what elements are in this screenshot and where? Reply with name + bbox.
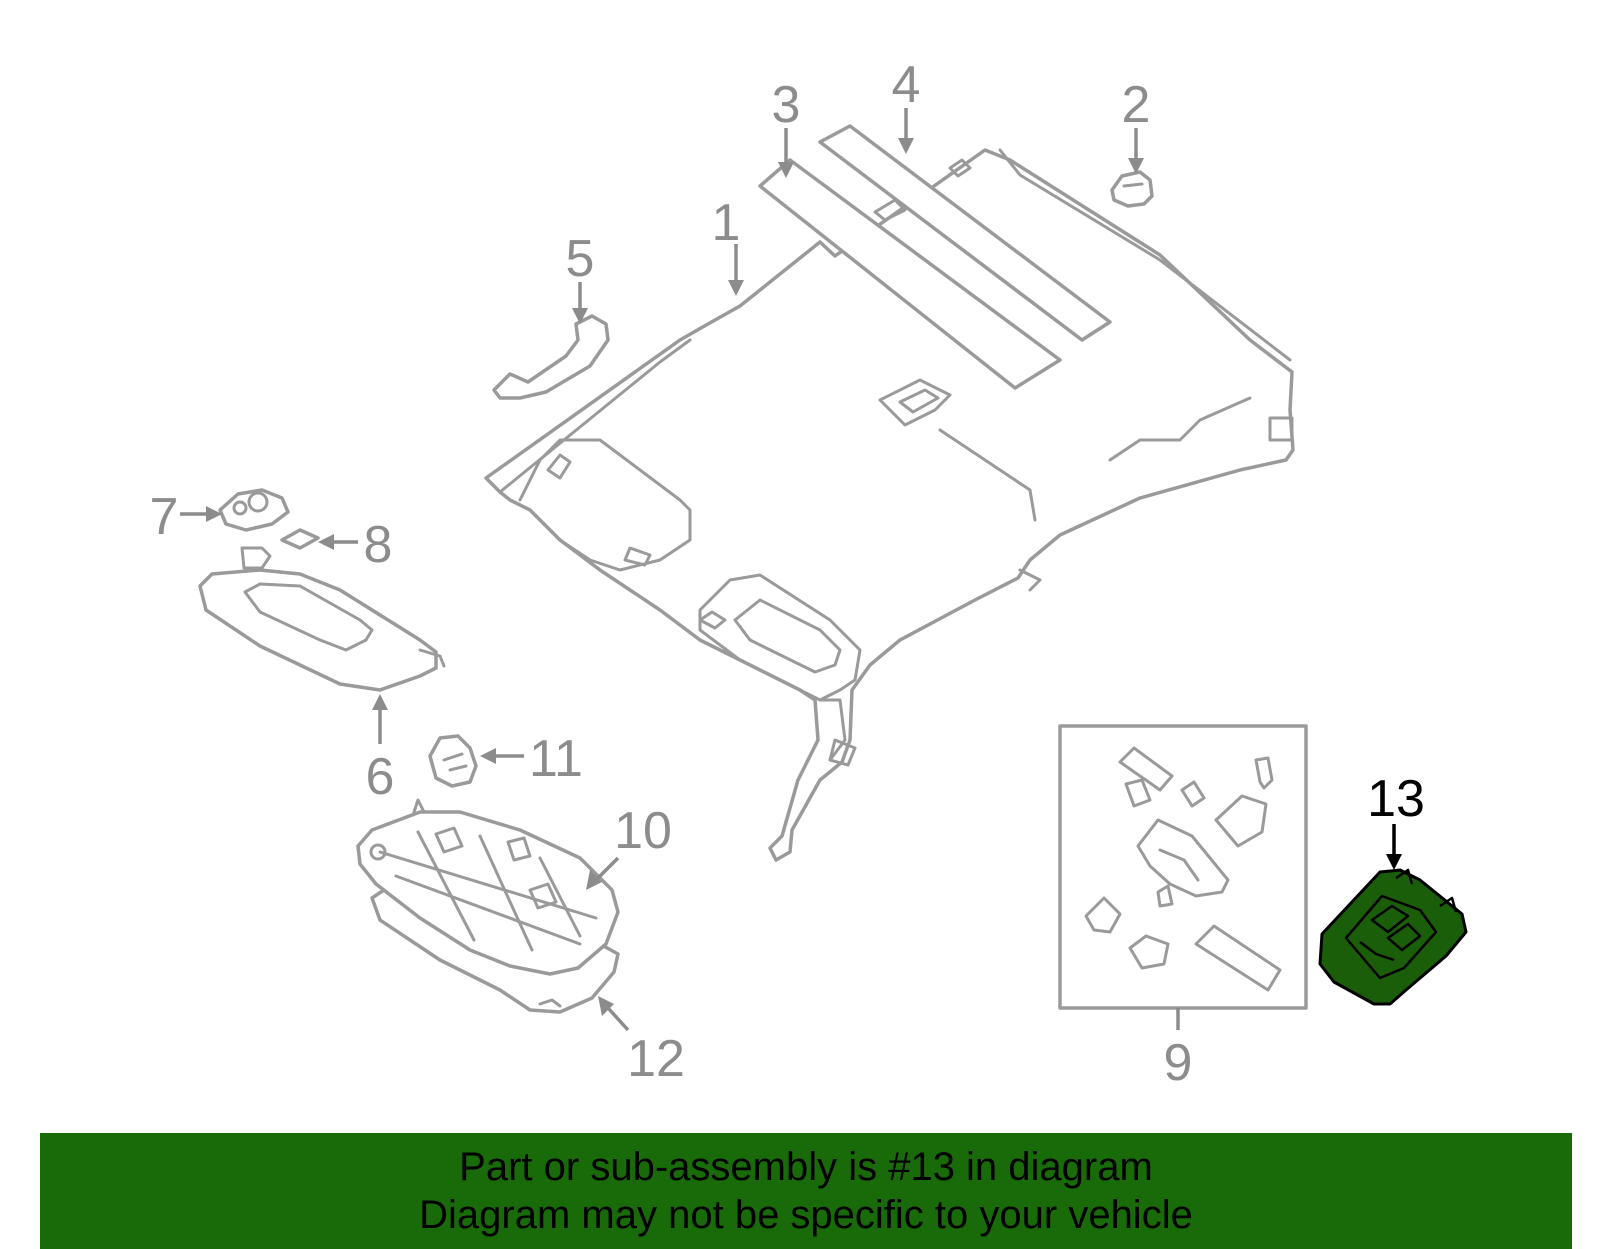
callout-10: 10 <box>586 802 672 890</box>
callout-11: 11 <box>480 730 583 788</box>
callout-13: 13 <box>1367 770 1425 870</box>
callout-9-number: 9 <box>1164 1034 1193 1092</box>
part-13-dome-lamp[interactable] <box>1318 868 1468 1006</box>
part-4-strip[interactable] <box>818 124 1112 342</box>
callout-12-number: 12 <box>627 1030 685 1088</box>
part-10-map-lamp[interactable] <box>356 798 620 976</box>
part-9-kit-box[interactable] <box>1058 724 1308 1010</box>
part-5-grab-handle[interactable] <box>492 314 610 400</box>
callout-11-number: 11 <box>529 730 583 788</box>
part-6-sun-visor[interactable] <box>198 546 446 692</box>
info-banner: Part or sub-assembly is #13 in diagram D… <box>40 1133 1572 1249</box>
callout-3-number: 3 <box>772 76 801 134</box>
callout-4-number: 4 <box>892 56 921 114</box>
callout-13-number: 13 <box>1367 770 1425 828</box>
callout-8-number: 8 <box>364 516 393 574</box>
part-8-clip[interactable] <box>280 528 320 550</box>
callout-1-number: 1 <box>712 194 741 252</box>
callout-6: 6 <box>366 694 395 806</box>
callout-9: 9 <box>1164 1008 1193 1092</box>
callout-5-number: 5 <box>566 230 595 288</box>
banner-line-2: Diagram may not be specific to your vehi… <box>419 1193 1193 1237</box>
callout-3: 3 <box>772 76 801 178</box>
callout-6-number: 6 <box>366 748 395 806</box>
callout-4: 4 <box>892 56 921 154</box>
part-11-bracket[interactable] <box>428 734 478 788</box>
banner-line-1: Part or sub-assembly is #13 in diagram <box>459 1145 1153 1189</box>
callout-2: 2 <box>1122 76 1151 174</box>
part-3-strip[interactable] <box>758 158 1062 390</box>
callout-1: 1 <box>712 194 744 296</box>
callout-10-number: 10 <box>614 802 672 860</box>
part-7-visor-holder[interactable] <box>218 488 290 532</box>
callout-5: 5 <box>566 230 595 324</box>
callout-8: 8 <box>318 516 392 574</box>
callout-7-number: 7 <box>150 488 179 546</box>
part-2-clip[interactable] <box>1110 170 1154 208</box>
callout-12: 12 <box>598 996 685 1088</box>
callout-2-number: 2 <box>1122 76 1151 134</box>
callout-7: 7 <box>150 488 222 546</box>
